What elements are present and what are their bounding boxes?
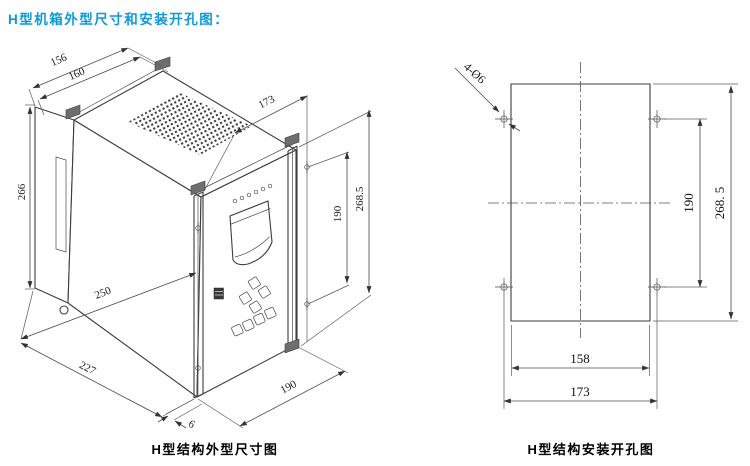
dim-label: 227 [77,359,98,377]
dimension-190-holes: 190 [664,118,707,288]
dim-label: 6 [186,418,197,431]
dim-label: 190 [332,205,344,222]
mounting-hole [648,110,666,128]
dim-label: 268. 5 [712,187,727,220]
comm-port [213,287,224,300]
function-buttons [231,307,277,337]
led-indicators [232,183,273,204]
dimension-190-side: 190 [307,151,350,305]
mounting-hole [495,278,513,296]
dimension-266: 266 [16,104,35,340]
chassis-foot [59,305,69,315]
dim-label: 190 [278,378,299,397]
dimension-250: 250 [20,272,197,340]
mounting-cutout-view: 4-Ø6 190 268. 5 158 [454,60,738,409]
dimension-268-5-left: 268.5 [298,109,372,347]
mounting-hole [648,278,666,296]
front-right-rail [284,132,300,354]
page-title: H型机箱外型尺寸和安装开孔图： [8,12,230,27]
mounting-screw-mark [195,362,201,374]
dim-label: 190 [681,193,696,213]
rear-right-tab [154,56,171,72]
dimension-158: 158 [511,325,650,376]
rear-flange [34,106,75,304]
dim-label: 158 [570,351,590,366]
mounting-screw-mark [195,222,201,234]
lcd-display [229,200,273,266]
dim-label: 268.5 [354,186,366,211]
mounting-screw-mark [304,298,310,310]
dimension-173-holes: 173 [503,296,658,409]
hole-callout-label: 4-Ø6 [461,60,489,87]
left-figure-caption: H型结构外型尺寸图 [151,442,279,457]
dim-label: 173 [570,384,590,399]
mounting-hole [495,110,513,128]
dim-label: 266 [16,183,28,200]
vent-grille [128,93,252,155]
keypad-diamond [238,276,271,314]
dim-label: 173 [257,93,278,111]
mounting-screw-mark [304,161,310,173]
dimension-6: 6 [157,398,203,431]
hole-callout: 4-Ø6 [454,60,521,132]
front-left-rail [190,180,206,399]
rear-left-tab [65,104,81,120]
front-panel [213,183,277,337]
dim-label: 250 [93,284,113,301]
chassis-isometric-view: 156 160 173 [16,47,372,431]
dimension-268-5-right: 268. 5 [653,83,738,322]
right-figure-caption: H型结构安装开孔图 [527,442,655,457]
dim-label: 156 [49,51,69,69]
